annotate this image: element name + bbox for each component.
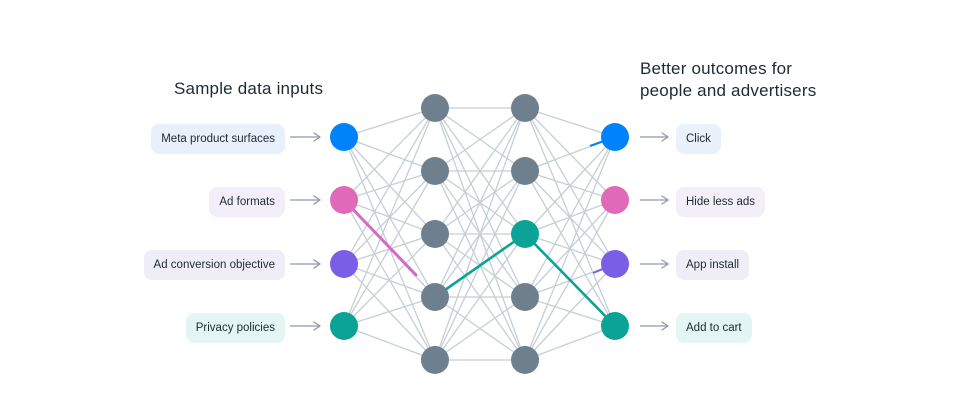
highlight-path-hidden — [434, 232, 526, 299]
outputs-title: Better outcomes for people and advertise… — [640, 58, 860, 102]
hidden-node-l2-1 — [511, 94, 539, 122]
inputs-title: Sample data inputs — [174, 79, 324, 98]
connector-arrows — [290, 132, 669, 331]
edge — [343, 107, 436, 327]
input-arrow-3-head — [313, 259, 321, 269]
input-node-1 — [330, 123, 358, 151]
edge — [343, 296, 436, 327]
edge — [343, 233, 436, 327]
hidden-node-l1-5 — [421, 346, 449, 374]
edge — [434, 107, 526, 298]
output-arrow-1-head — [661, 132, 669, 142]
highlight-path-ad-formats — [342, 198, 418, 277]
edge — [343, 107, 436, 201]
hidden-node-l1-3 — [421, 220, 449, 248]
output-node-4 — [601, 312, 629, 340]
input-node-3 — [330, 250, 358, 278]
output-node-3 — [601, 250, 629, 278]
network-edges — [343, 107, 616, 361]
highlight-path-add-to-cart — [524, 233, 616, 327]
edge — [434, 107, 526, 361]
hidden-node-l2-3 — [511, 220, 539, 248]
hidden-node-l1-4 — [421, 283, 449, 311]
edge — [343, 325, 436, 361]
output-node-2 — [601, 186, 629, 214]
hidden-node-l2-5 — [511, 346, 539, 374]
output-pill-click: Click — [676, 124, 721, 154]
edge — [524, 263, 616, 361]
edge — [524, 136, 616, 235]
outputs-title-line-2: people and advertisers — [640, 81, 817, 100]
hidden-node-l2-2 — [511, 157, 539, 185]
output-arrow-3-head — [661, 259, 669, 269]
edge — [343, 107, 436, 265]
input-node-4 — [330, 312, 358, 340]
input-node-2 — [330, 186, 358, 214]
input-pill-ad-conversion-objective: Ad conversion objective — [143, 250, 285, 280]
output-arrow-4-head — [661, 321, 669, 331]
output-arrow-2-head — [661, 195, 669, 205]
edge — [434, 296, 526, 361]
edge — [434, 107, 526, 235]
hidden-node-l2-4 — [511, 283, 539, 311]
edge — [524, 136, 616, 298]
input-arrow-2-head — [313, 195, 321, 205]
outputs-title-line-1: Better outcomes for — [640, 59, 793, 78]
edge — [524, 325, 616, 361]
edge — [434, 107, 526, 172]
output-pill-app-install: App install — [676, 250, 750, 280]
network-nodes — [330, 94, 629, 374]
output-node-1 — [601, 123, 629, 151]
hidden-node-l1-1 — [421, 94, 449, 122]
output-pill-hide-less-ads: Hide less ads — [676, 187, 766, 217]
input-pill-privacy-policies: Privacy policies — [185, 313, 285, 343]
input-pill-ad-formats: Ad formats — [209, 187, 285, 217]
hidden-node-l1-2 — [421, 157, 449, 185]
edge — [524, 136, 616, 361]
input-pill-meta-product-surfaces: Meta product surfaces — [151, 124, 285, 154]
edge — [434, 233, 526, 361]
input-arrow-4-head — [313, 321, 321, 331]
output-pill-add-to-cart: Add to cart — [676, 313, 752, 343]
edge — [524, 107, 616, 138]
edge — [343, 107, 436, 138]
input-arrow-1-head — [313, 132, 321, 142]
